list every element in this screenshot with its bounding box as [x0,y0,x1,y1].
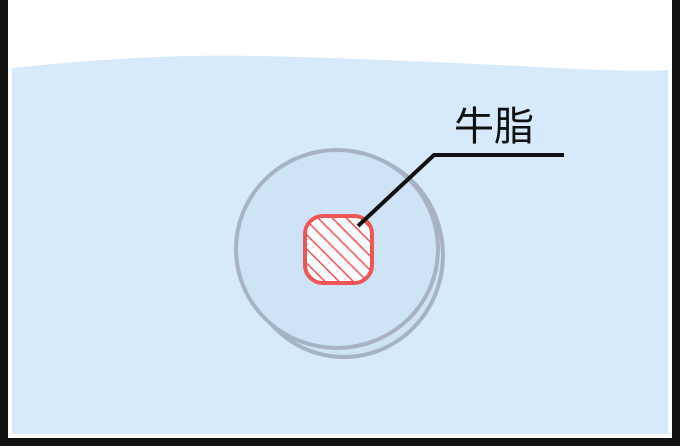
fat-label: 牛脂 [454,104,534,150]
leader-line [356,153,564,228]
fat-block [303,214,374,285]
